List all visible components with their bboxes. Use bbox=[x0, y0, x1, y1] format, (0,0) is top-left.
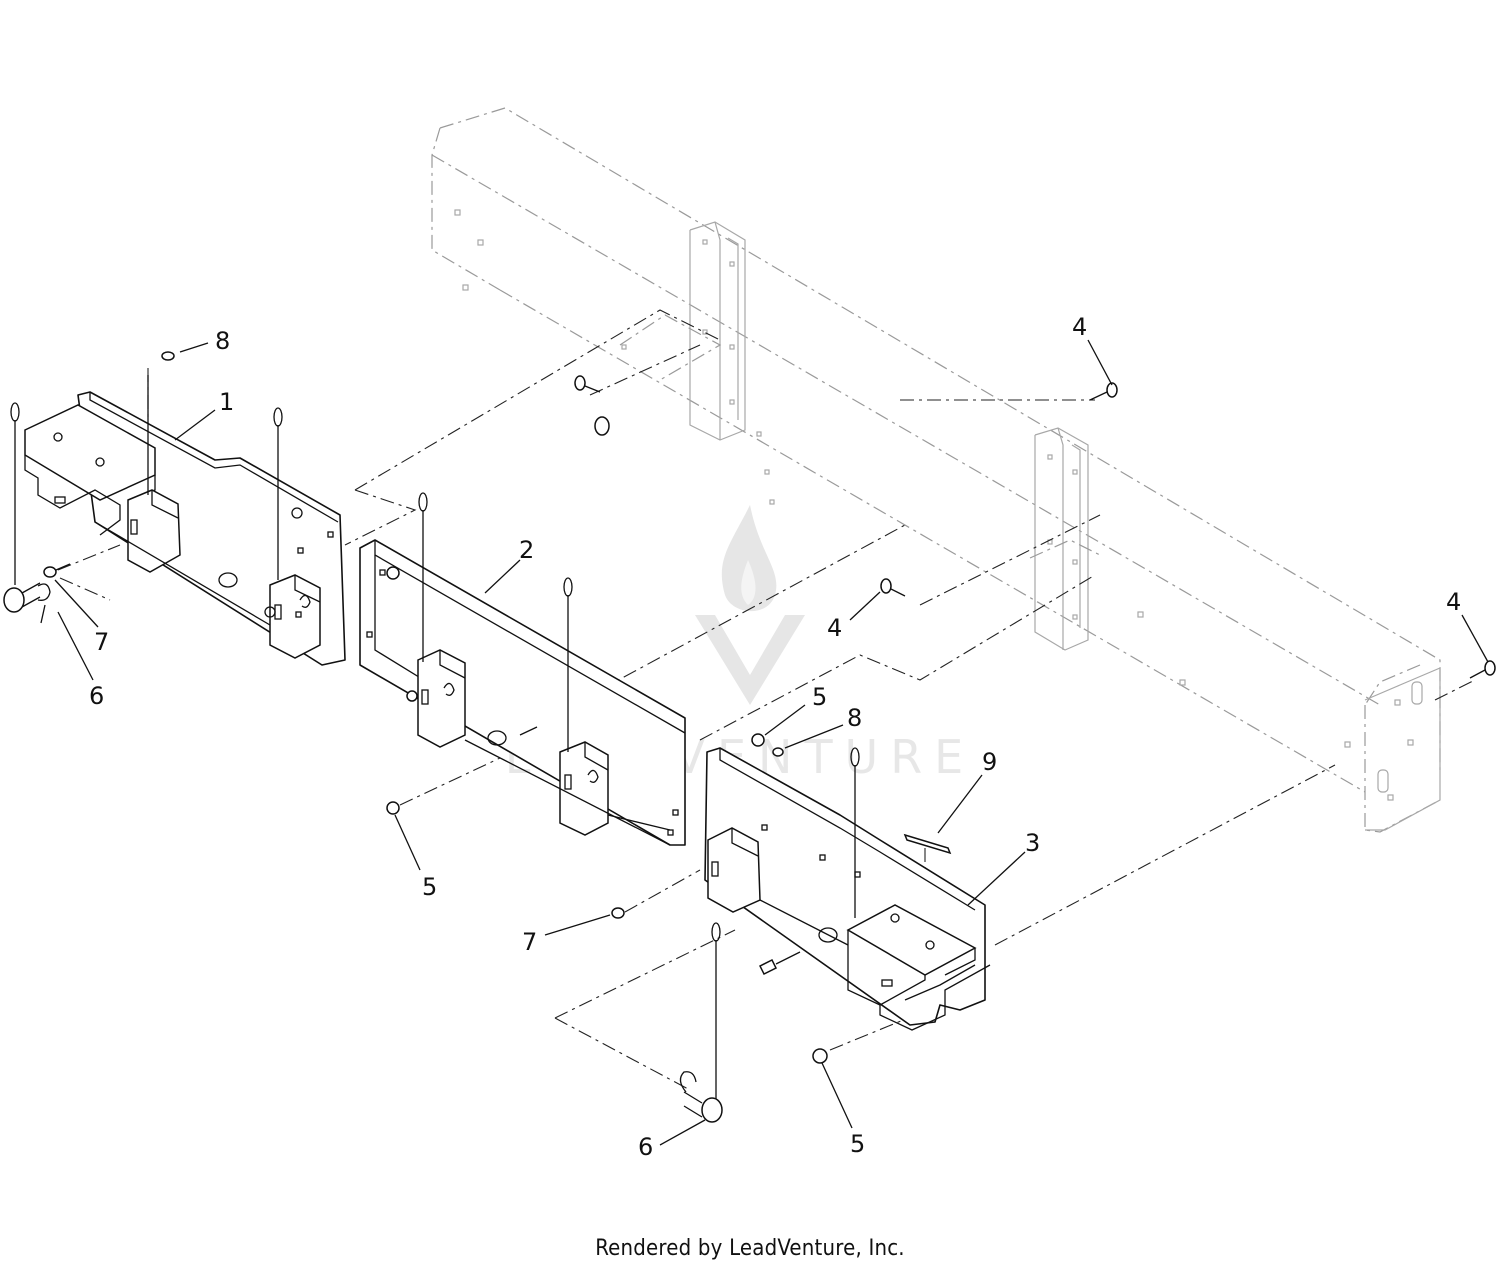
callout-4-top: 4 bbox=[1072, 313, 1087, 341]
fasteners bbox=[43, 351, 1496, 1123]
callout-3: 3 bbox=[1025, 829, 1040, 857]
callout-6-lower: 6 bbox=[638, 1133, 653, 1161]
part-2-plate bbox=[359, 492, 686, 846]
callout-1: 1 bbox=[219, 388, 234, 416]
footer-credit: Rendered by LeadVenture, Inc. bbox=[595, 1236, 905, 1261]
part-1-bracket bbox=[3, 375, 346, 666]
callout-7-left: 7 bbox=[94, 628, 109, 656]
callout-9: 9 bbox=[982, 748, 997, 776]
watermark-logo bbox=[695, 505, 805, 705]
callout-4-right: 4 bbox=[1446, 588, 1461, 616]
callout-8-right: 8 bbox=[847, 704, 862, 732]
part-3-bracket bbox=[704, 747, 991, 1031]
assembly-lines bbox=[57, 309, 1476, 1091]
callout-8-left: 8 bbox=[215, 327, 230, 355]
callout-2: 2 bbox=[519, 536, 534, 564]
callout-7-mid: 7 bbox=[522, 928, 537, 956]
callout-5-upper: 5 bbox=[812, 683, 827, 711]
callout-labels: 1 2 3 4 4 4 5 5 5 6 6 7 7 8 8 9 bbox=[89, 313, 1461, 1161]
leader-lines bbox=[54, 339, 1489, 1146]
callout-5-left: 5 bbox=[422, 873, 437, 901]
callout-4-mid: 4 bbox=[827, 614, 842, 642]
ghost-frame bbox=[431, 107, 1441, 833]
callout-6-left: 6 bbox=[89, 682, 104, 710]
callout-5-lower: 5 bbox=[850, 1130, 865, 1158]
